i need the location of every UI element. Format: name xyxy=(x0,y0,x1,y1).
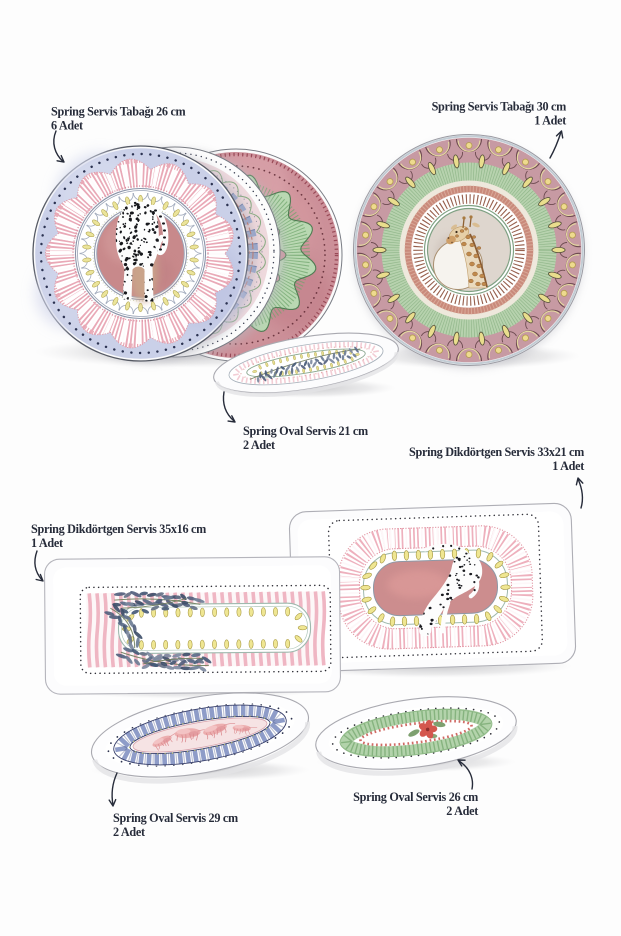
svg-text:2 Adet: 2 Adet xyxy=(113,825,145,839)
svg-text:Spring Servis Tabağı 30 cm: Spring Servis Tabağı 30 cm xyxy=(432,99,567,113)
svg-text:1 Adet: 1 Adet xyxy=(552,459,584,473)
svg-text:1 Adet: 1 Adet xyxy=(31,536,63,550)
svg-text:Spring Servis Tabağı 26 cm: Spring Servis Tabağı 26 cm xyxy=(51,105,186,119)
svg-text:Spring Dikdörtgen Servis 33x21: Spring Dikdörtgen Servis 33x21 cm xyxy=(409,445,584,459)
svg-text:1 Adet: 1 Adet xyxy=(534,114,566,128)
svg-text:Spring Oval Servis 21 cm: Spring Oval Servis 21 cm xyxy=(243,424,368,438)
svg-text:2 Adet: 2 Adet xyxy=(446,804,478,818)
svg-text:Spring Oval Servis 29 cm: Spring Oval Servis 29 cm xyxy=(113,811,238,825)
svg-text:Spring Oval Servis 26 cm: Spring Oval Servis 26 cm xyxy=(353,790,478,804)
svg-text:2 Adet: 2 Adet xyxy=(243,438,275,452)
svg-text:Spring Dikdörtgen Servis 35x16: Spring Dikdörtgen Servis 35x16 cm xyxy=(31,522,206,536)
